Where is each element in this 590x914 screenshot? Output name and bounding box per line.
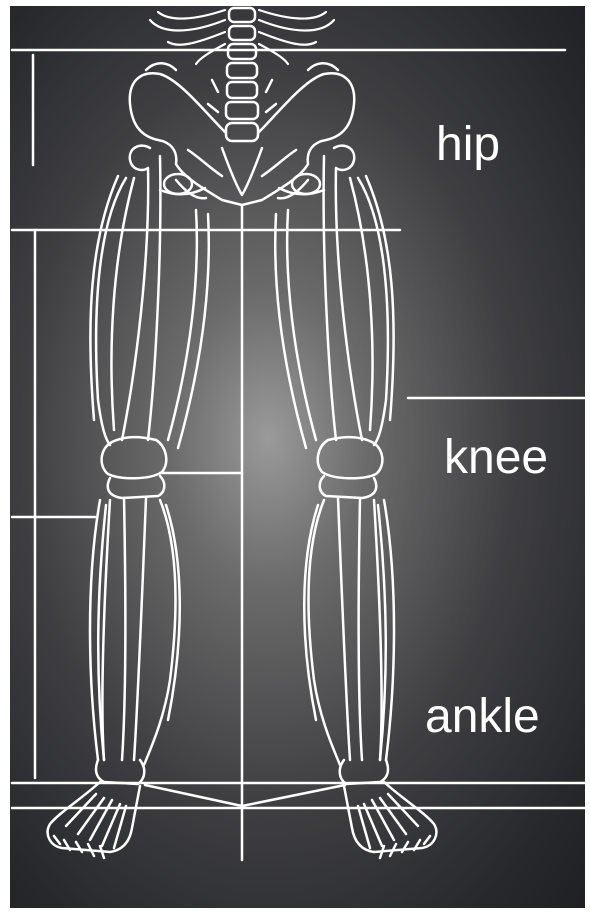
pelvis [130,63,354,205]
rib-cage [150,10,334,64]
leg-left [48,146,209,858]
label-ankle: ankle [425,693,540,741]
label-knee: knee [444,434,548,482]
label-hip: hip [436,121,500,169]
spine [208,8,276,141]
leg-right [275,146,436,858]
